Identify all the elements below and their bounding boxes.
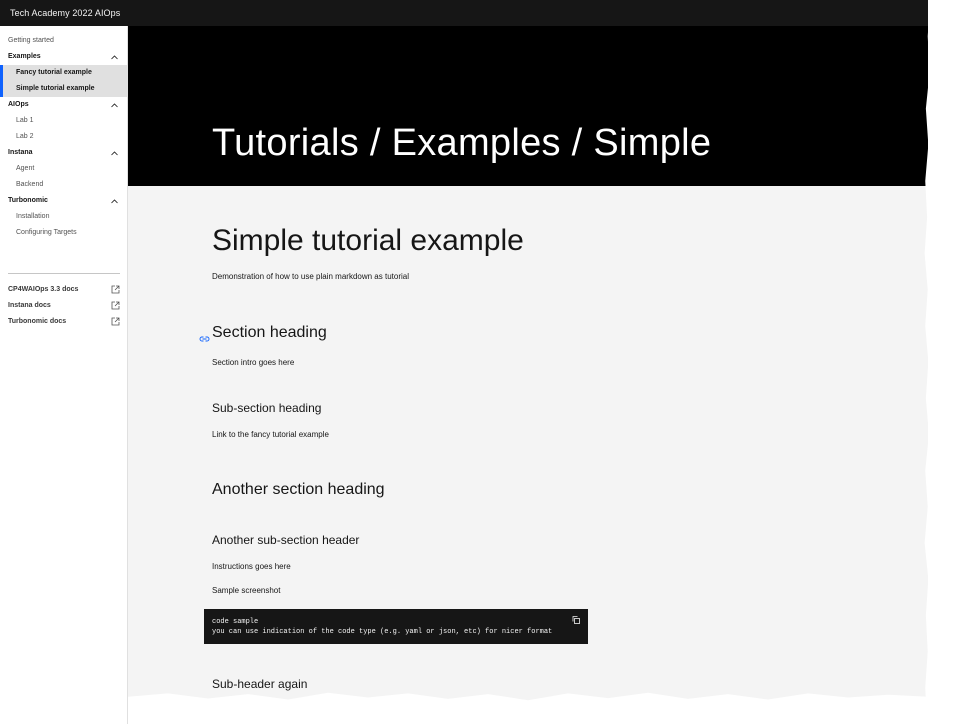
code-line: you can use indication of the code type … (212, 628, 553, 636)
chevron-up-icon (109, 97, 119, 113)
sidebar-item-lab-2[interactable]: Lab 2 (0, 129, 127, 145)
hero-title: Tutorials / Examples / Simple (212, 122, 712, 164)
sidebar-item-label: AIOps (8, 101, 29, 108)
external-link-label: Instana docs (8, 302, 51, 309)
page-hero: Tutorials / Examples / Simple (128, 26, 928, 186)
sidebar-item-label: Agent (16, 165, 35, 172)
top-header: Tech Academy 2022 AIOps (0, 0, 928, 26)
sidebar-item-label: Instana (8, 149, 33, 156)
launch-icon (111, 285, 120, 301)
sidebar-item-aiops[interactable]: AIOps (0, 97, 127, 113)
sidebar-item-label: Simple tutorial example (16, 85, 95, 92)
sidebar-item-turbonomic[interactable]: Turbonomic (0, 193, 127, 209)
sample-screenshot-text: Sample screenshot (212, 586, 281, 595)
sidebar-item-label: Lab 2 (16, 133, 34, 140)
torn-paper-edge (924, 0, 955, 724)
sidebar-item-label: Turbonomic (8, 197, 48, 204)
launch-icon (111, 301, 120, 317)
page-description: Demonstration of how to use plain markdo… (212, 272, 409, 281)
sidebar-divider (8, 273, 120, 274)
sidebar-item-instana[interactable]: Instana (0, 145, 127, 161)
another-section-heading: Another section heading (212, 481, 385, 498)
sidebar-item-installation[interactable]: Installation (0, 209, 127, 225)
subheader-again: Sub-header again (212, 677, 308, 691)
external-link-label: Turbonomic docs (8, 318, 67, 325)
page-title: Simple tutorial example (212, 224, 524, 257)
sidebar-item-getting-started[interactable]: Getting started (0, 33, 127, 49)
subsection-heading: Sub-section heading (212, 401, 322, 415)
sidebar-item-label: Configuring Targets (16, 229, 77, 236)
sidebar-item-fancy-tutorial[interactable]: Fancy tutorial example (0, 65, 127, 81)
section-intro: Section intro goes here (212, 358, 295, 367)
sidebar-item-simple-tutorial[interactable]: Simple tutorial example (0, 81, 127, 97)
external-link-cp4waiops-docs[interactable]: CP4WAIOps 3.3 docs (8, 282, 120, 298)
sidebar-item-backend[interactable]: Backend (0, 177, 127, 193)
chevron-up-icon (109, 193, 119, 209)
sidebar-item-label: Installation (16, 213, 50, 220)
chevron-up-icon (109, 49, 119, 65)
external-link-instana-docs[interactable]: Instana docs (8, 298, 120, 314)
instructions-text: Instructions goes here (212, 562, 291, 571)
sidebar-item-label: Backend (16, 181, 44, 188)
sidebar-item-examples[interactable]: Examples (0, 49, 127, 65)
code-line: code sample (212, 618, 259, 626)
code-snippet[interactable]: code sample you can use indication of th… (204, 609, 588, 644)
sidebar-item-agent[interactable]: Agent (0, 161, 127, 177)
section-heading: Section heading (212, 324, 327, 341)
sidebar-item-label: Fancy tutorial example (16, 69, 92, 76)
site-title[interactable]: Tech Academy 2022 AIOps (10, 8, 121, 18)
copy-icon[interactable] (572, 616, 580, 628)
main-content: Tutorials / Examples / Simple Simple tut… (128, 26, 928, 724)
link-icon[interactable] (199, 330, 210, 348)
external-link-turbonomic-docs[interactable]: Turbonomic docs (8, 314, 120, 330)
sidebar-item-label: Examples (8, 53, 41, 60)
sidebar-item-configuring-targets[interactable]: Configuring Targets (0, 225, 127, 241)
sidebar-item-label: Lab 1 (16, 117, 34, 124)
external-link-label: CP4WAIOps 3.3 docs (8, 286, 79, 293)
sidebar-item-lab-1[interactable]: Lab 1 (0, 113, 127, 129)
launch-icon (111, 317, 120, 333)
fancy-tutorial-link-text: Link to the fancy tutorial example (212, 430, 329, 439)
another-subsection-heading: Another sub-section header (212, 533, 360, 547)
sidebar: Getting started Examples Fancy tutorial … (0, 26, 128, 724)
chevron-up-icon (109, 145, 119, 161)
sidebar-item-label: Getting started (8, 37, 54, 44)
